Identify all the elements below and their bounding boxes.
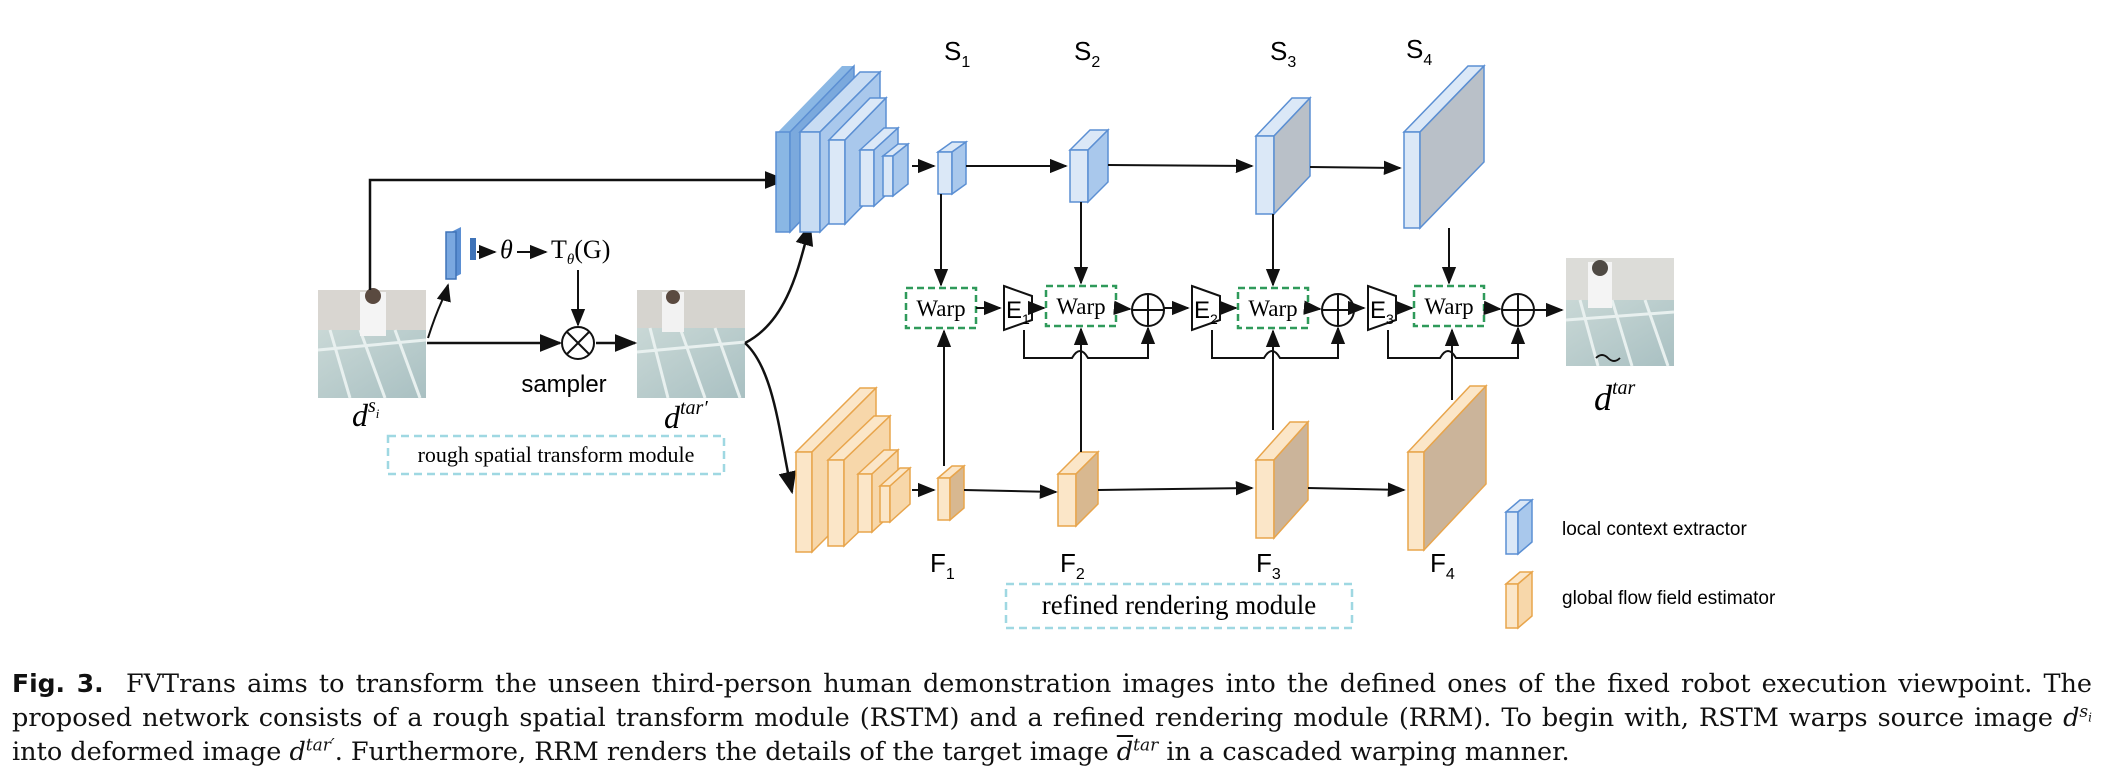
s2-label: S2 xyxy=(1074,36,1100,71)
figure-label: Fig. 3. xyxy=(12,669,104,698)
s4-label: S4 xyxy=(1406,34,1432,69)
s3-label: S3 xyxy=(1270,36,1296,71)
svg-text:Warp: Warp xyxy=(1248,296,1297,321)
sum-node-2 xyxy=(1321,293,1355,327)
caption-text-2: into deformed image xyxy=(12,737,290,767)
f4-block xyxy=(1406,384,1488,552)
caption-sup-2: tar′ xyxy=(305,735,335,756)
s1-label: S1 xyxy=(944,36,970,71)
svg-text:E3: E3 xyxy=(1370,297,1394,327)
encoder-e1: E1 xyxy=(1003,284,1033,332)
blue-encoder-pyramid xyxy=(775,64,911,234)
warp-box-2: Warp xyxy=(1044,284,1118,328)
caption-var-2: d xyxy=(289,737,306,767)
f2-label: F2 xyxy=(1060,548,1085,583)
theta-label: θ xyxy=(500,235,513,264)
caption-sup-3: tar xyxy=(1133,735,1159,756)
legend-blue-icon xyxy=(1503,498,1535,556)
fvtrans-diagram: dsi dtar′ dtar rough spatial transform m… xyxy=(317,34,1776,630)
legend-orange-label: global flow field estimator xyxy=(1562,588,1776,609)
rstm-box xyxy=(386,434,726,476)
f1-block xyxy=(935,464,967,522)
caption-text-4: in a cascaded warping manner. xyxy=(1158,737,1570,767)
warp-box-1: Warp xyxy=(904,286,978,330)
caption-var-3: d xyxy=(1116,737,1134,767)
caption-text-3: . Furthermore, RRM renders the details o… xyxy=(334,737,1117,767)
legend-orange-icon xyxy=(1503,570,1535,630)
figure-caption: Fig. 3. FVTrans aims to transform the un… xyxy=(12,667,2092,769)
caption-text-1: FVTrans aims to transform the unseen thi… xyxy=(12,669,2092,733)
encoder-e3: E3 xyxy=(1367,284,1397,332)
rrm-box xyxy=(1004,582,1354,630)
source-image xyxy=(317,288,427,399)
s3-block xyxy=(1254,96,1312,216)
sampler-label: sampler xyxy=(521,371,606,398)
caption-var-1: d xyxy=(2063,703,2080,733)
f3-label: F3 xyxy=(1256,548,1281,583)
f3-block xyxy=(1254,420,1310,540)
transform-label: Tθ(G) xyxy=(551,235,610,268)
s2-block xyxy=(1068,128,1110,204)
deformed-image xyxy=(636,290,746,399)
output-image xyxy=(1565,258,1675,367)
s1-block xyxy=(935,140,969,196)
caption-sup-sub-1: i xyxy=(2088,709,2092,724)
f2-block xyxy=(1056,450,1100,528)
caption-sup-1: s xyxy=(2079,701,2089,722)
legend-blue-label: local context extractor xyxy=(1562,519,1747,540)
sum-node-3 xyxy=(1501,293,1535,327)
sum-node-1 xyxy=(1131,293,1165,327)
rstm-label: rough spatial transform module xyxy=(418,442,695,467)
svg-text:dtar: dtar xyxy=(1594,377,1636,418)
rrm-label: refined rendering module xyxy=(1042,590,1316,620)
s4-block xyxy=(1402,64,1486,230)
encoder-e2: E2 xyxy=(1191,284,1221,332)
svg-text:Warp: Warp xyxy=(916,296,965,321)
warp-box-3: Warp xyxy=(1236,286,1310,330)
warp-box-4: Warp xyxy=(1412,284,1486,328)
source-label: dsi xyxy=(352,395,380,433)
f4-label: F4 xyxy=(1430,548,1455,583)
sampler-node xyxy=(561,326,595,360)
orange-encoder-pyramid xyxy=(794,386,912,554)
f1-label: F1 xyxy=(930,548,955,583)
svg-text:Warp: Warp xyxy=(1056,294,1105,319)
output-label: dtar xyxy=(1594,354,1636,418)
deformed-label: dtar′ xyxy=(664,397,708,435)
svg-text:Warp: Warp xyxy=(1424,294,1473,319)
svg-text:E1: E1 xyxy=(1006,297,1030,327)
svg-text:E2: E2 xyxy=(1194,297,1218,327)
localization-net xyxy=(445,227,476,280)
